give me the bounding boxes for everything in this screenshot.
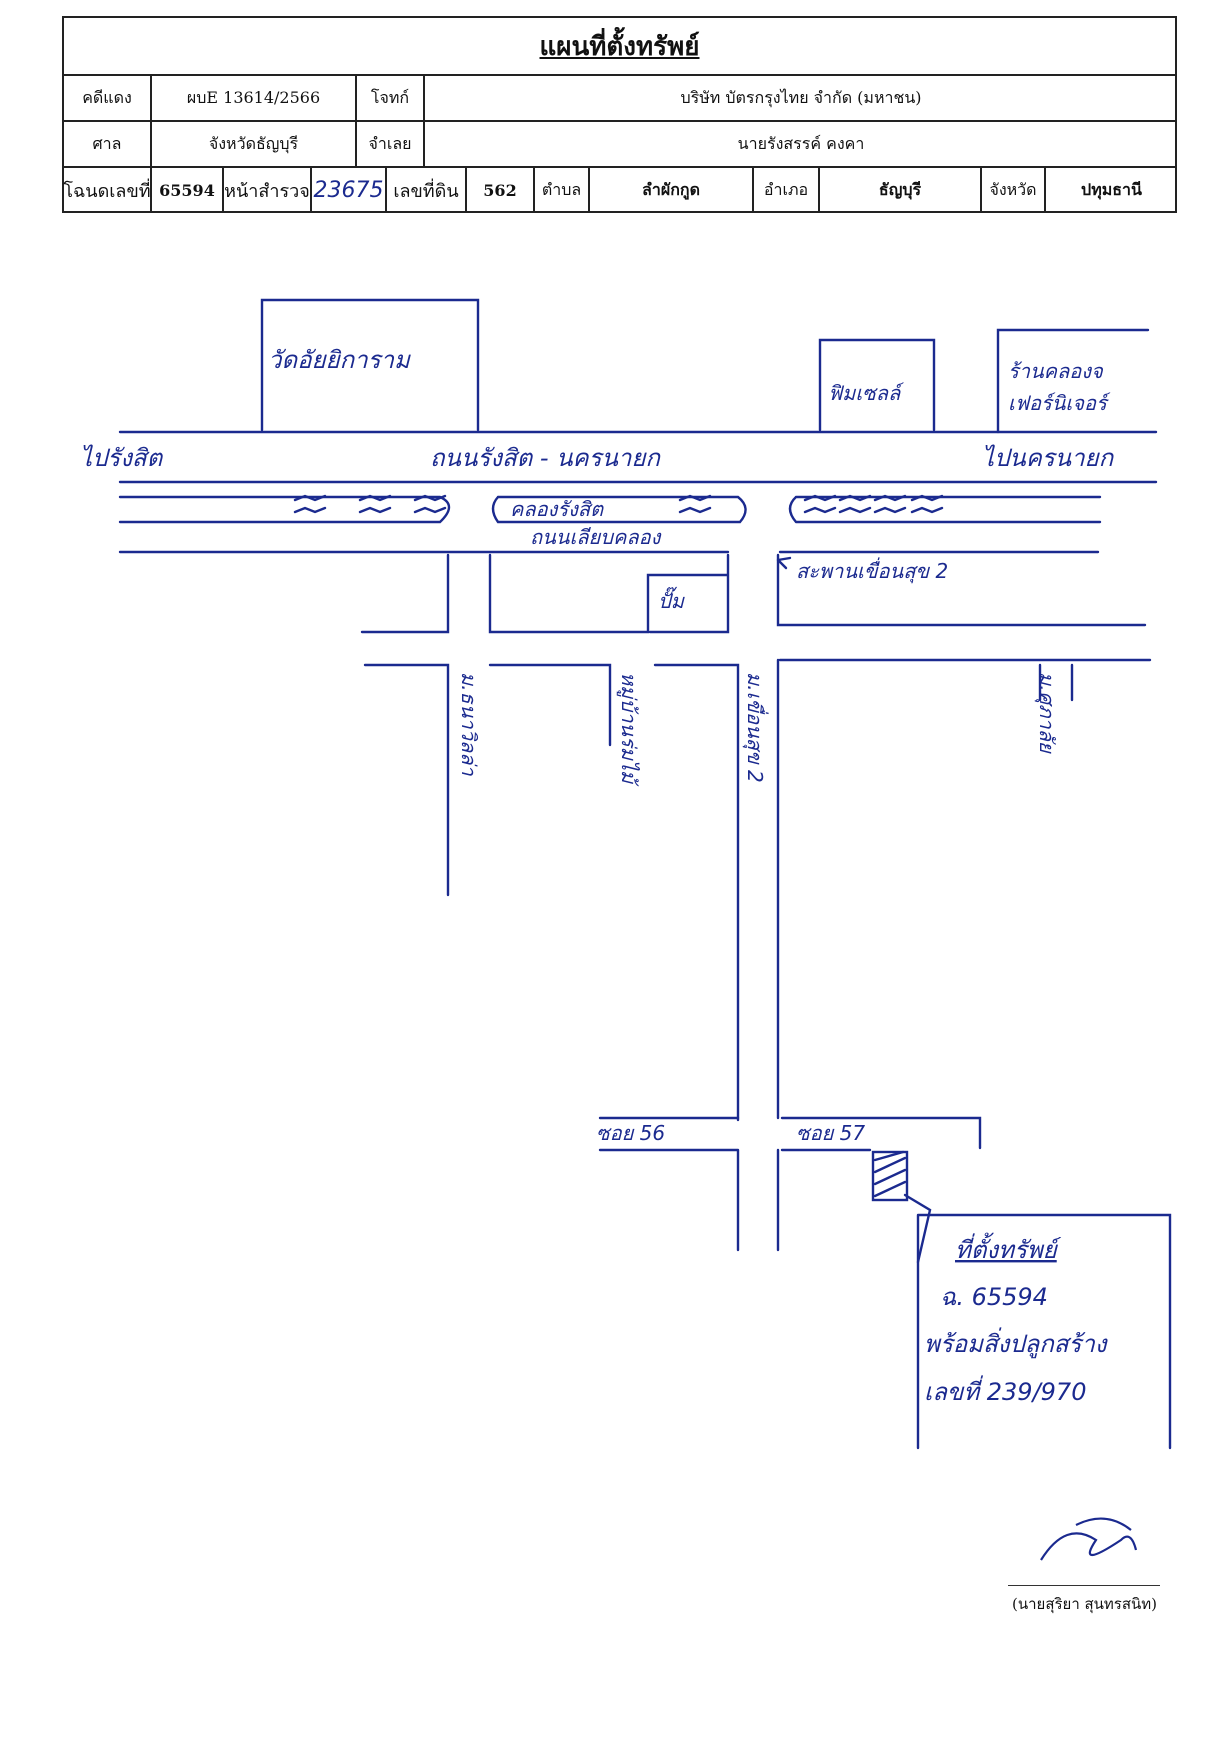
court-label: ศาล — [64, 122, 152, 166]
property-building: พร้อมสิ่งปลูกสร้าง — [924, 1327, 1109, 1359]
building-right-label-2: เฟอร์นิเจอร์ — [1008, 391, 1111, 415]
cross-road — [363, 658, 1152, 1122]
main-road-label: ถนนรังสิต - นครนายก — [430, 444, 661, 472]
survey-label: หน้าสำรวจ — [224, 168, 312, 213]
deed-label: โฉนดเลขที่ — [63, 168, 152, 213]
property-number: เลขที่ 239/970 — [924, 1375, 1086, 1406]
bridge-label: สะพานเขื่อนสุข 2 — [796, 557, 948, 584]
canal-mid — [491, 495, 747, 524]
district-label: อำเภอ — [754, 168, 820, 213]
canal-label: คลองรังสิต — [510, 497, 604, 521]
soi-b-label: หมู่บ้านร่มไม้ — [616, 672, 641, 787]
header-table: แผนที่ตั้งทรัพย์ คดีแดง ผบE 13614/2566 โ… — [62, 16, 1177, 213]
dir-left-label: ไปรังสิต — [80, 444, 164, 472]
canal-road-label: ถนนเลียบคลอง — [530, 525, 662, 549]
province-value: ปทุมธานี — [1081, 180, 1142, 199]
building-right-label-1: ร้านคลองจ — [1008, 359, 1104, 383]
page-title: แผนที่ตั้งทรัพย์ — [64, 18, 1175, 76]
deed-value: 65594 — [152, 168, 224, 213]
building-right — [996, 328, 1150, 434]
temple-building — [260, 298, 480, 432]
subdistrict-value: ลำผักกูด — [590, 168, 754, 213]
soi-c-label: ม.เขื่อนสุข 2 — [742, 672, 769, 783]
soi-56-label: ซอย 56 — [596, 1121, 665, 1145]
soi-a-label: ม.ธนาวิลล่า — [457, 672, 481, 776]
land-label: เลขที่ดิน — [387, 168, 467, 213]
property-parcel — [871, 1150, 909, 1202]
main-soi-right — [776, 658, 982, 1152]
parcel-pointer — [903, 1193, 932, 1264]
subdistrict-label: ตำบล — [535, 168, 590, 213]
court-value: จังหวัดธัญบุรี — [152, 122, 357, 166]
temple-label: วัดอัยยิการาม — [268, 346, 411, 374]
dir-right-label: ไปนครนายก — [982, 444, 1115, 472]
canal-right — [788, 495, 1102, 524]
canal-left — [118, 495, 451, 524]
case-label: คดีแดง — [64, 76, 152, 120]
parcel-hatch — [873, 1150, 907, 1198]
property-deed: ฉ. 65594 — [940, 1283, 1048, 1311]
defendant-label: จำเลย — [357, 122, 425, 166]
header-row-deed: โฉนดเลขที่ 65594 หน้าสำรวจ 23675 เลขที่ด… — [63, 168, 1175, 213]
water-marks — [293, 494, 944, 514]
signature-line — [1008, 1585, 1160, 1586]
soi-lower — [598, 1116, 780, 1252]
signature-name: (นายสุริยา สุนทรสนิท) — [1012, 1595, 1158, 1613]
survey-value: 23675 — [312, 168, 387, 213]
small-box-label: ปั๊ม — [658, 586, 686, 613]
province-label: จังหวัด — [982, 168, 1046, 213]
soi-d-label: ม.ศุภาลัย — [1034, 672, 1059, 754]
signature-mark — [1040, 1517, 1138, 1561]
land-value: 562 — [467, 168, 535, 213]
property-title: ที่ตั้งทรัพย์ — [955, 1232, 1062, 1264]
blocks-left — [360, 553, 730, 634]
case-value: ผบE 13614/2566 — [152, 76, 357, 120]
property-label-box — [916, 1213, 1172, 1450]
block-right — [776, 553, 1147, 627]
bridge-arrow — [776, 556, 792, 570]
header-row-case: คดีแดง ผบE 13614/2566 โจทก์ บริษัท บัตรก… — [64, 76, 1175, 122]
district-value: ธัญบุรี — [820, 168, 982, 213]
defendant-value: นายรังสรรค์ คงคา — [737, 133, 865, 153]
building-mid — [818, 338, 936, 432]
hand-drawn-map: วัดอัยยิการาม ฟิมเซลล์ ร้านคลองจ เฟอร์นิ… — [80, 298, 1172, 1450]
plaintiff-value: บริษัท บัตรกรุงไทย จำกัด (มหาชน) — [680, 87, 922, 107]
plaintiff-label: โจทก์ — [357, 76, 425, 120]
building-mid-label: ฟิมเซลล์ — [828, 381, 904, 405]
header-row-court: ศาล จังหวัดธัญบุรี จำเลย นายรังสรรค์ คงค… — [64, 122, 1175, 168]
soi-57-label: ซอย 57 — [796, 1121, 865, 1145]
